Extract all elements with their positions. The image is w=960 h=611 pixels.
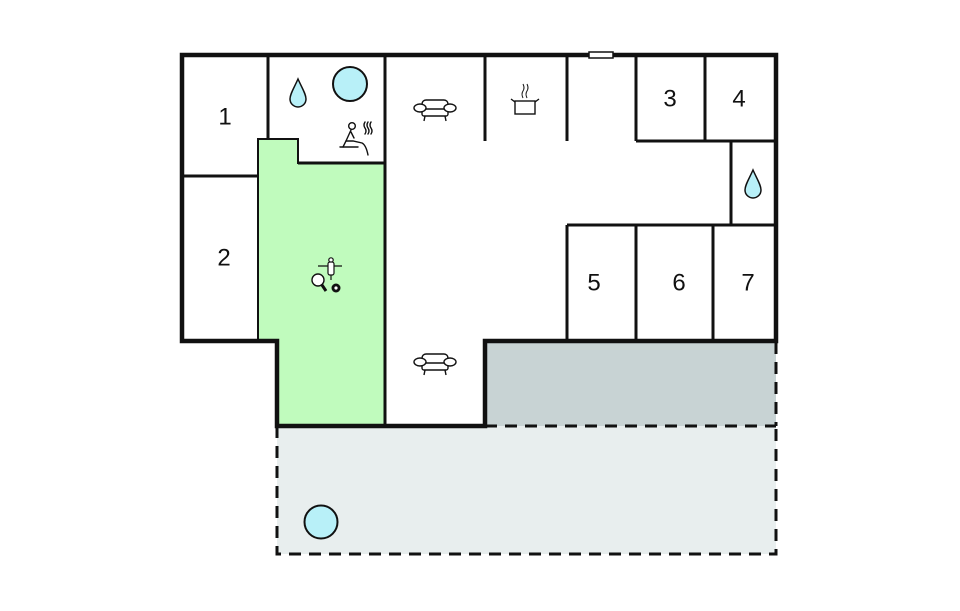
room-7-label: 7 — [741, 270, 754, 297]
outdoor-terrace — [275, 426, 778, 556]
whirlpool-icon — [332, 66, 368, 102]
window — [588, 51, 614, 59]
table-football-icon — [318, 257, 342, 280]
room-2-label: 2 — [217, 245, 230, 272]
room-1-label: 1 — [218, 104, 231, 131]
exterior-walls — [179, 52, 779, 429]
room-5-label: 5 — [587, 270, 600, 297]
room-3-label: 3 — [663, 86, 676, 113]
table-tennis-icon — [311, 273, 328, 292]
sofa-icon — [413, 99, 457, 122]
covered-terrace — [485, 342, 778, 428]
cooking-pot-icon — [510, 83, 540, 115]
pool-icon — [303, 504, 339, 540]
sofa-icon — [413, 353, 457, 376]
sauna-icon — [339, 121, 373, 156]
shower-icon — [289, 77, 307, 108]
activity-icons — [311, 257, 342, 293]
shower-icon — [744, 168, 762, 199]
billiards-icon — [331, 283, 341, 293]
room-6-label: 6 — [672, 270, 685, 297]
interior-walls — [182, 56, 776, 426]
room-4-label: 4 — [732, 86, 745, 113]
